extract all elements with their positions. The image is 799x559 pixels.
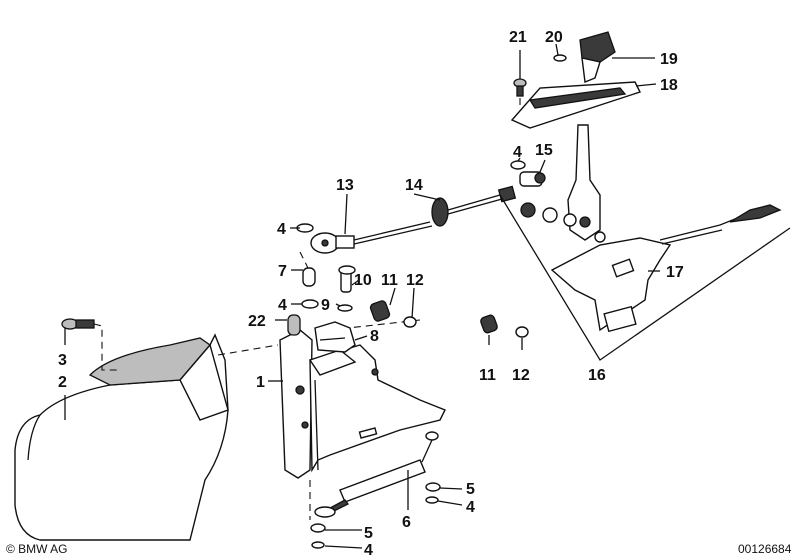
callout-10: 10 xyxy=(354,272,372,289)
callout-5: 5 xyxy=(466,481,475,498)
diagram-id: 00126684 xyxy=(738,542,792,556)
bracket-part-17 xyxy=(550,204,782,333)
gas-spring-part-6 xyxy=(310,431,441,549)
sleeve-part-22 xyxy=(287,314,301,336)
callout-4: 4 xyxy=(513,144,522,161)
bracket-part-1 xyxy=(279,329,446,479)
callout-1: 1 xyxy=(256,374,265,391)
callout-11: 11 xyxy=(479,367,496,384)
callout-12: 12 xyxy=(512,367,530,384)
clip-part-8 xyxy=(314,321,356,353)
group-bracket-16-line xyxy=(499,194,791,361)
callout-11: 11 xyxy=(381,272,398,289)
callout-9: 9 xyxy=(321,297,330,314)
callout-4: 4 xyxy=(364,542,373,559)
callout-20: 20 xyxy=(545,29,563,46)
callout-17: 17 xyxy=(666,264,684,281)
gear-lever xyxy=(520,124,606,243)
screw-part-21 xyxy=(513,78,527,97)
callout-22: 22 xyxy=(248,313,266,330)
callout-4: 4 xyxy=(278,297,287,314)
screw-part-3 xyxy=(61,318,95,330)
copyright-text: © BMW AG xyxy=(6,542,68,556)
callout-19: 19 xyxy=(660,51,678,68)
callout-4: 4 xyxy=(466,499,475,516)
callout-labels: 1 2 3 4 4 4 4 4 5 5 6 7 8 9 10 11 11 12 … xyxy=(58,29,684,559)
callout-18: 18 xyxy=(660,77,678,94)
callout-7: 7 xyxy=(278,263,287,280)
callout-6: 6 xyxy=(402,514,411,531)
callout-2: 2 xyxy=(58,374,67,391)
threaded-rod-part-14 xyxy=(353,185,517,245)
fasteners-right xyxy=(369,300,529,338)
callout-8: 8 xyxy=(370,328,379,345)
cover-plate-part-18 xyxy=(510,81,641,129)
callout-13: 13 xyxy=(336,177,354,194)
callout-3: 3 xyxy=(58,352,67,369)
callout-5: 5 xyxy=(364,525,373,542)
knob-part-19 xyxy=(553,31,616,83)
callout-12: 12 xyxy=(406,272,424,289)
rod-end-part-13 xyxy=(310,232,355,254)
callout-15: 15 xyxy=(535,142,553,159)
callout-4: 4 xyxy=(277,221,286,238)
assembly-line xyxy=(93,323,120,371)
ball-joint-part-15 xyxy=(510,160,546,187)
callout-14: 14 xyxy=(405,177,423,194)
callout-21: 21 xyxy=(509,29,527,46)
console-cover-part xyxy=(14,333,229,541)
leader-lines xyxy=(64,43,660,549)
callout-16: 16 xyxy=(588,367,606,384)
assembly-line xyxy=(217,344,279,356)
